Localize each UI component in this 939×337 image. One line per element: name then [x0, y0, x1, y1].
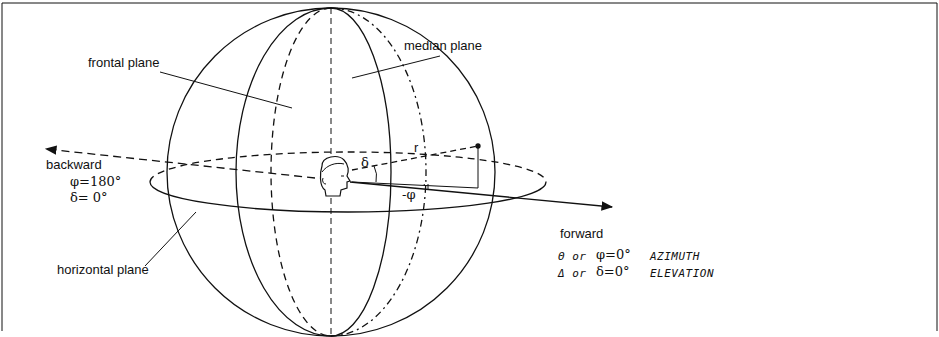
angle-value: δ= 0° — [70, 190, 108, 205]
direction-label: backward — [46, 157, 102, 172]
angle-value: φ=180° — [70, 174, 121, 189]
angle-value: φ=0° — [596, 247, 631, 262]
angle-symbol: -φ — [402, 187, 416, 202]
plane-label: frontal plane — [88, 55, 160, 70]
handwritten-note: Δ or — [558, 266, 587, 281]
angle-value: δ=0° — [596, 264, 630, 279]
plane-label: horizontal plane — [57, 262, 149, 277]
radius-symbol: r — [414, 140, 418, 155]
handwritten-note: ELEVATION — [650, 266, 714, 281]
plane-label: median plane — [404, 38, 482, 53]
angle-symbol: δ — [361, 155, 369, 170]
handwritten-note: AZIMUTH — [650, 249, 700, 264]
handwritten-note: Θ or — [558, 249, 587, 264]
direction-label: forward — [560, 226, 603, 241]
